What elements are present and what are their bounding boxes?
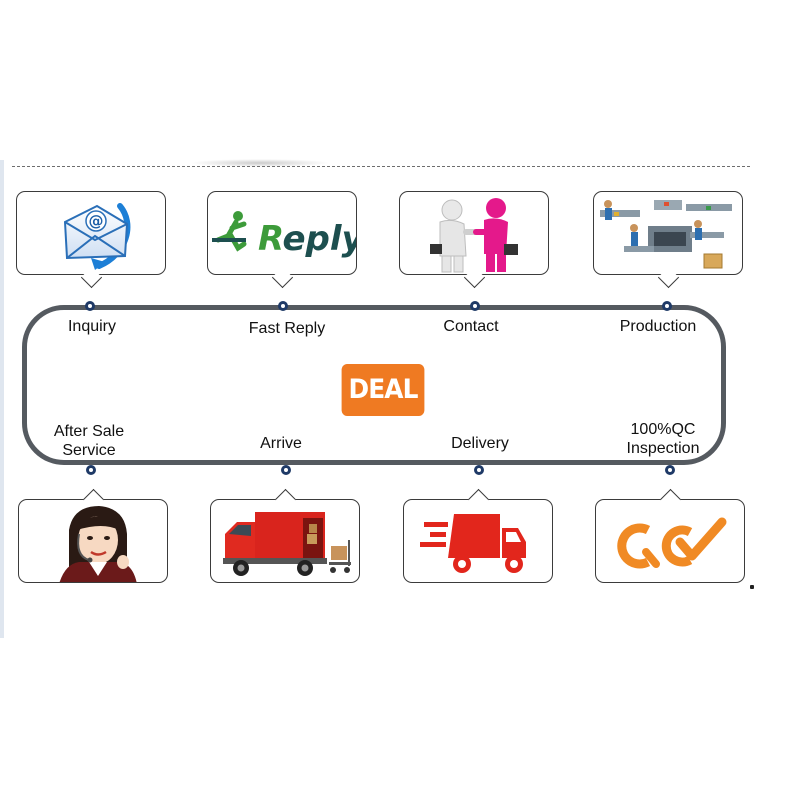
delivery-truck-icon <box>223 512 351 576</box>
step-dot-contact <box>470 301 480 311</box>
step-label-production: Production <box>619 318 697 335</box>
reply-logo-text: Reply <box>258 219 356 259</box>
card-delivery <box>403 488 553 583</box>
step-dot-fast-reply <box>278 301 288 311</box>
step-label-inquiry: Inquiry <box>67 318 117 335</box>
header-glow <box>190 159 330 167</box>
step-dot-production <box>662 301 672 311</box>
svg-text:@: @ <box>89 212 104 230</box>
production-line-icon <box>600 200 732 269</box>
reply-logo-icon: Reply <box>212 211 356 259</box>
step-dot-after-sale <box>86 465 96 475</box>
support-agent-icon <box>59 506 137 582</box>
step-dot-arrive <box>281 465 291 475</box>
step-label-fast-reply: Fast Reply <box>248 320 326 337</box>
step-label-qc: 100%QC Inspection <box>627 420 700 458</box>
card-contact <box>399 191 549 289</box>
step-label-qc-line1: 100%QC <box>630 421 696 438</box>
left-edge-strip <box>0 160 4 638</box>
step-label-arrive: Arrive <box>260 435 302 452</box>
step-label-contact: Contact <box>443 318 499 335</box>
step-label-qc-line2: Inspection <box>626 440 700 457</box>
step-dot-inquiry <box>85 301 95 311</box>
fast-delivery-icon <box>420 514 526 573</box>
handshake-icon <box>430 198 518 273</box>
qc-check-icon <box>617 517 727 569</box>
card-production <box>593 191 743 289</box>
email-envelope-icon: @ <box>63 203 131 270</box>
step-label-delivery: Delivery <box>451 435 509 452</box>
dashed-divider <box>12 166 750 167</box>
card-fast-reply: Reply <box>207 191 357 289</box>
step-label-after-sale-line1: After Sale <box>53 423 125 440</box>
card-after-sale <box>18 488 168 583</box>
step-label-after-sale-line2: Service <box>62 442 116 459</box>
step-dot-qc <box>665 465 675 475</box>
corner-mark <box>750 585 754 589</box>
deal-badge: DEAL <box>341 364 425 416</box>
step-dot-delivery <box>474 465 484 475</box>
card-qc <box>595 488 745 583</box>
step-label-after-sale: After Sale Service <box>54 422 124 460</box>
process-loop <box>22 305 726 465</box>
card-arrive <box>210 488 360 583</box>
card-inquiry: @ <box>16 191 166 289</box>
